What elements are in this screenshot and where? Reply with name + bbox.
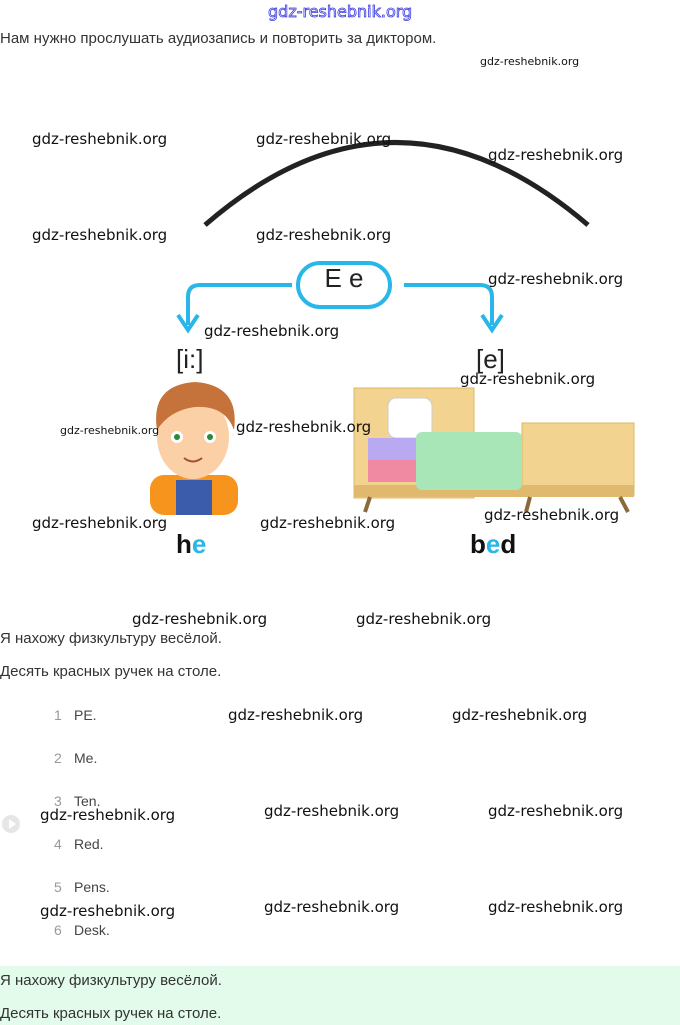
arrow-right [404, 283, 494, 325]
watermark: gdz-reshebnik.org [204, 322, 340, 340]
play-icon[interactable] [2, 815, 20, 833]
watermark: gdz-reshebnik.org [356, 610, 492, 628]
phonics-illustration [150, 140, 635, 515]
watermark: gdz-reshebnik.org [488, 270, 624, 288]
watermark: gdz-reshebnik.org [236, 418, 372, 436]
watermark: gdz-reshebnik.org [40, 902, 176, 920]
watermark: gdz-reshebnik.org [264, 898, 400, 916]
watermark: gdz-reshebnik.org [256, 130, 392, 148]
watermark: gdz-reshebnik.org [32, 226, 168, 244]
watermark: gdz-reshebnik.org [260, 514, 396, 532]
watermark: gdz-reshebnik.org [452, 706, 588, 724]
bed-icon [353, 387, 635, 513]
letter-label: E e [324, 263, 364, 293]
watermark: gdz-reshebnik.org [488, 898, 624, 916]
answer-highlight [0, 966, 680, 1025]
word-he: he [176, 529, 207, 559]
site-watermark: gdz-reshebnik.org [268, 2, 413, 22]
watermark: gdz-reshebnik.org [32, 514, 168, 532]
translation-line: Я нахожу физкультуру весёлой. [0, 972, 222, 989]
translation-line: Я нахожу физкультуру весёлой. [0, 630, 222, 647]
ipa-right: [e] [476, 344, 505, 374]
watermark: gdz-reshebnik.org [256, 226, 392, 244]
watermark: gdz-reshebnik.org [460, 370, 596, 388]
arrow-left [186, 283, 292, 325]
word-bed: bed [470, 529, 517, 559]
intro-text: Нам нужно прослушать аудиозапись и повто… [0, 30, 437, 47]
watermark: gdz-reshebnik.org [60, 424, 160, 437]
watermark: gdz-reshebnik.org [40, 806, 176, 824]
letter-box [296, 261, 392, 309]
watermark: gdz-reshebnik.org [480, 55, 580, 68]
translation-line: Десять красных ручек на столе. [0, 663, 222, 680]
watermark: gdz-reshebnik.org [132, 610, 268, 628]
ipa-left: [i:] [176, 344, 204, 374]
watermark: gdz-reshebnik.org [228, 706, 364, 724]
watermark: gdz-reshebnik.org [32, 130, 168, 148]
translation-line: Десять красных ручек на столе. [0, 1005, 222, 1022]
boy-icon [150, 382, 238, 515]
watermark: gdz-reshebnik.org [488, 802, 624, 820]
watermark: gdz-reshebnik.org [264, 802, 400, 820]
arc [203, 140, 590, 227]
watermark: gdz-reshebnik.org [484, 506, 620, 524]
watermark: gdz-reshebnik.org [488, 146, 624, 164]
